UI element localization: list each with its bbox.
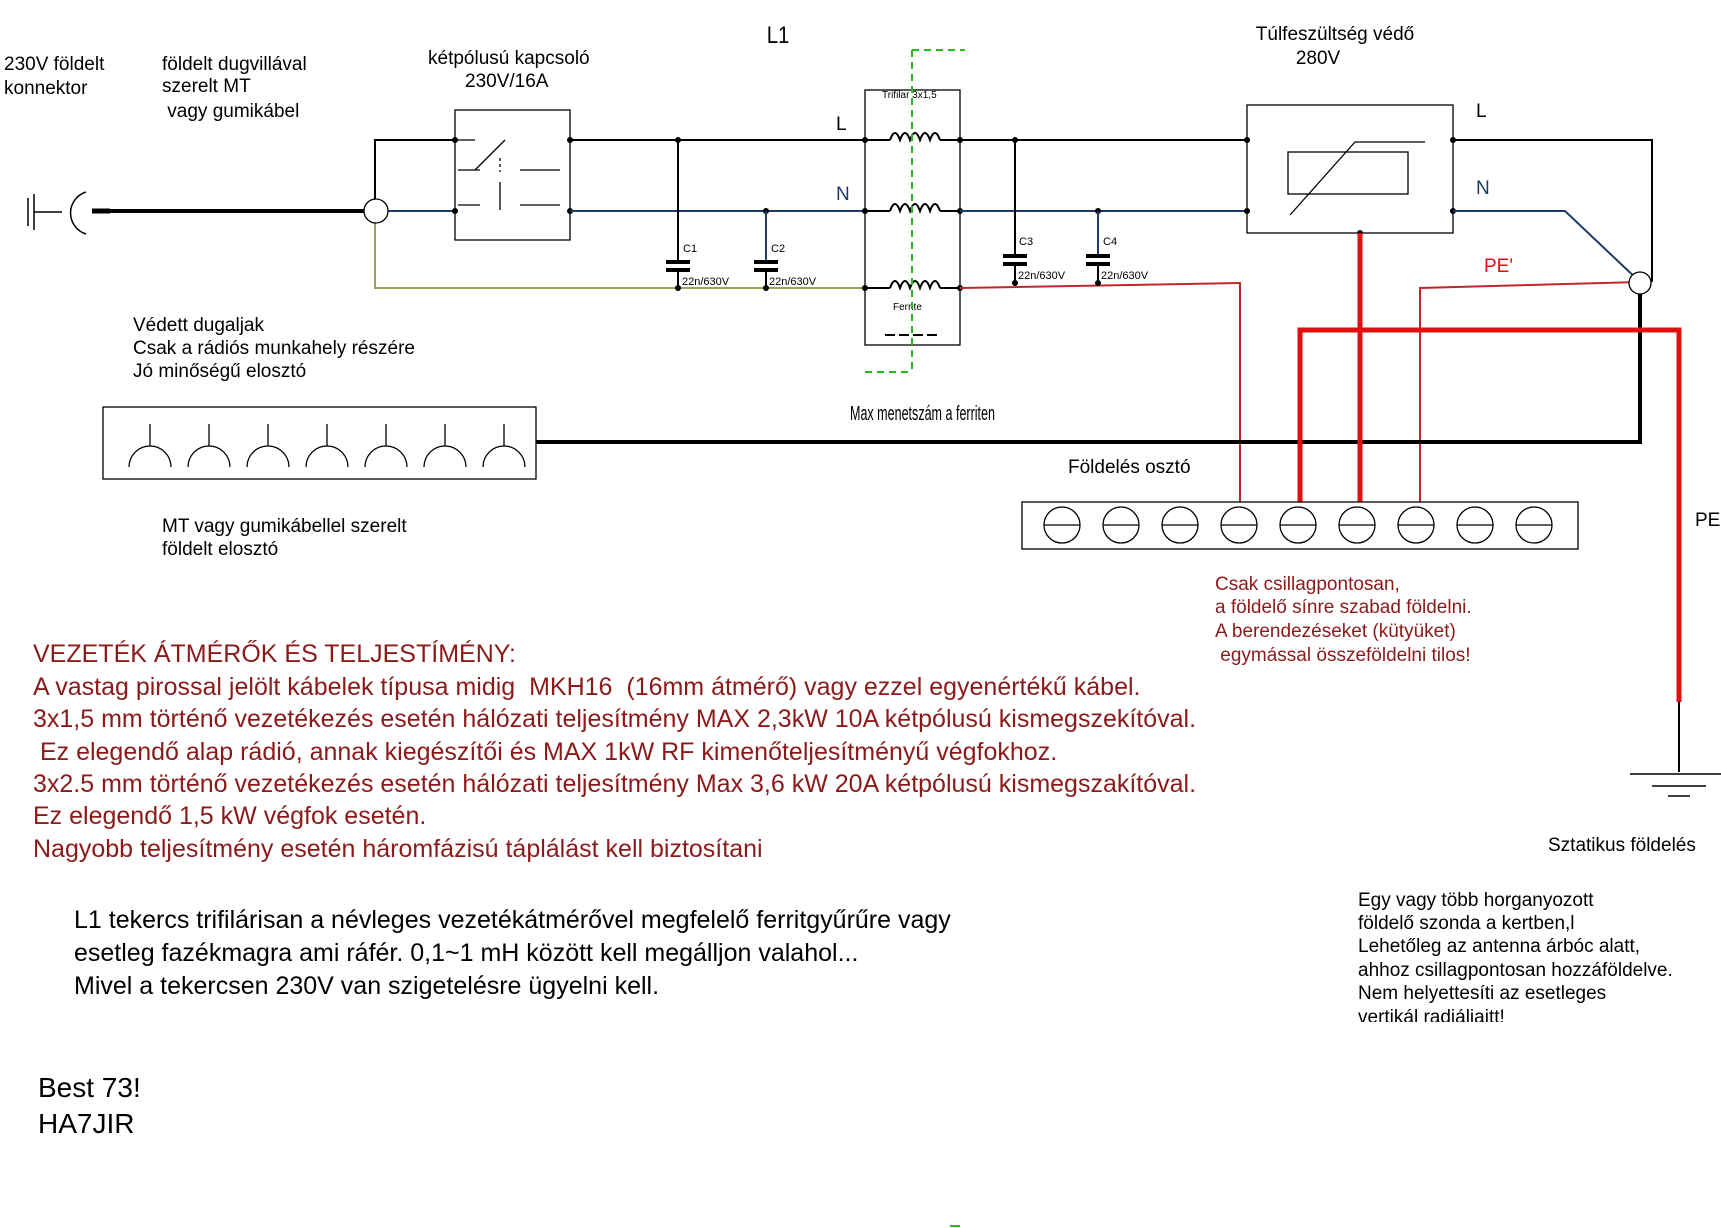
star-note-3: A berendezéseket (kütyüket) (1215, 621, 1456, 642)
ground-note-6: vertikál radiáliaitt! (1358, 1007, 1505, 1028)
ground-note-4: ahhoz csillagpontosan hozzáföldelve. (1358, 960, 1673, 981)
capacitor-c4: C4 22n/630V (1086, 211, 1149, 283)
cable-label-3: vagy gumikábel (162, 101, 299, 122)
distributor-label-1: MT vagy gumikábellel szerelt (162, 516, 407, 537)
outlet-socket (187, 424, 231, 468)
specs-line-4: 3x2.5 mm történő vezetékezés esetén háló… (33, 770, 1196, 798)
c2-value: 22n/630V (769, 276, 817, 288)
ground-note-3: Lehetőleg az antenna árbóc alatt, (1358, 936, 1640, 957)
c3-value: 22n/630V (1018, 270, 1066, 282)
cable-label-2: szerelt MT (162, 76, 251, 97)
surge-output-wires (535, 139, 1653, 512)
c3-name: C3 (1019, 236, 1033, 248)
c1-value: 22n/630V (682, 276, 730, 288)
ground-note-5: Nem helyettesíti az esetleges (1358, 983, 1606, 1004)
outlet-socket (305, 424, 349, 468)
max-turns-label: Max menetszám a ferriten (850, 403, 995, 425)
outlet-socket (128, 424, 172, 468)
wall-connector-symbol (27, 191, 110, 235)
specs-line-6: Nagyobb teljesítmény esetén háromfázisú … (33, 835, 763, 863)
label-l-right: L (1476, 101, 1487, 122)
ground-terminal (1220, 506, 1258, 544)
ground-terminal (1161, 506, 1199, 544)
output-junction (1628, 271, 1652, 295)
distributor-label-2: földelt elosztó (162, 539, 278, 560)
ferrite-label: Ferrite (893, 302, 922, 313)
specs-title: VEZETÉK ÁTMÉRŐK ÉS TELJESTÍMÉNY: (33, 639, 516, 668)
label-n-right: N (1476, 178, 1490, 199)
outlet-socket (364, 424, 408, 468)
filter-output-wires (959, 137, 1247, 512)
c4-name: C4 (1103, 236, 1117, 248)
coil-l1-label: L1 (767, 21, 790, 48)
ground-note-1: Egy vagy több horganyozott (1358, 890, 1594, 911)
connector-label-2: konnektor (4, 78, 88, 99)
outlet-socket (482, 424, 526, 468)
label-l-left: L (836, 114, 847, 135)
supply-junction (363, 198, 389, 224)
ground-terminal (1338, 506, 1376, 544)
surge-title: Túlfeszültség védő (1256, 24, 1414, 45)
specs-line-3: Ez elegendő alap rádió, annak kiegészítő… (33, 738, 1057, 766)
surge-voltage: 280V (1296, 48, 1341, 69)
capacitor-c3: C3 22n/630V (1003, 140, 1066, 283)
label-pe: PE (1695, 510, 1720, 531)
switch-label-2: 230V/16A (465, 71, 549, 92)
ground-terminal (1043, 506, 1081, 544)
outlets-label-3: Jó minőségű elosztó (133, 361, 306, 382)
star-note-2: a földelő sínre szabad földelni. (1215, 597, 1472, 618)
outlets-label-1: Védett dugaljak (133, 315, 264, 336)
cable-label-1: földelt dugvillával (162, 54, 307, 75)
label-pe-prime: PE' (1484, 256, 1513, 277)
outlet-socket (423, 424, 467, 468)
c1-name: C1 (683, 243, 697, 255)
static-ground-label: Sztatikus földelés (1548, 835, 1696, 856)
switch-label-1: kétpólusú kapcsoló (428, 48, 590, 69)
label-n-left: N (836, 184, 850, 205)
coil-note-2: esetleg fazékmagra ami ráfér. 0,1~1 mH k… (74, 939, 858, 967)
coil-note-1: L1 tekercs trifilárisan a névleges vezet… (74, 906, 951, 934)
star-note-1: Csak csillagpontosan, (1215, 574, 1400, 595)
thick-ground-cables (1297, 233, 1721, 797)
specs-line-1: A vastag pirossal jelölt kábelek típusa … (33, 673, 1140, 701)
protected-outlet-strip (102, 406, 537, 480)
capacitor-c1: C1 22n/630V (666, 140, 730, 288)
outlets-label-2: Csak a rádiós munkahely részére (133, 338, 415, 359)
ground-terminal (1515, 506, 1553, 544)
outlet-socket (246, 424, 290, 468)
star-note-4: egymással összeföldelni tilos! (1215, 645, 1471, 666)
surge-protector (1244, 104, 1456, 236)
ferrite-core-marker (865, 49, 965, 1227)
ground-terminal (1279, 506, 1317, 544)
two-pole-switch (452, 109, 573, 241)
ground-terminal (1456, 506, 1494, 544)
filter-input-wires (570, 137, 865, 291)
trifilar-label: Trifilar 3x1,5 (882, 90, 937, 101)
c2-name: C2 (771, 243, 785, 255)
ground-note: Egy vagy több horganyozott földelő szond… (1358, 890, 1673, 1028)
supply-wires (110, 139, 865, 289)
ground-bus-bar (1021, 501, 1579, 550)
connector-label-1: 230V földelt (4, 54, 105, 75)
signature-2: HA7JIR (38, 1108, 134, 1139)
specs-line-2: 3x1,5 mm történő vezetékezés esetén háló… (33, 705, 1196, 733)
coil-note-3: Mivel a tekercsen 230V van szigetelésre … (74, 972, 659, 1000)
ground-note-2: földelő szonda a kertben,l (1358, 913, 1575, 934)
ground-terminal (1102, 506, 1140, 544)
signature-1: Best 73! (38, 1072, 141, 1103)
ground-terminal (1397, 506, 1435, 544)
specs-line-5: Ez elegendő 1,5 kW végfok esetén. (33, 802, 426, 830)
capacitor-c2: C2 22n/630V (754, 211, 817, 288)
ground-bus-label: Földelés osztó (1068, 457, 1191, 478)
c4-value: 22n/630V (1101, 270, 1149, 282)
